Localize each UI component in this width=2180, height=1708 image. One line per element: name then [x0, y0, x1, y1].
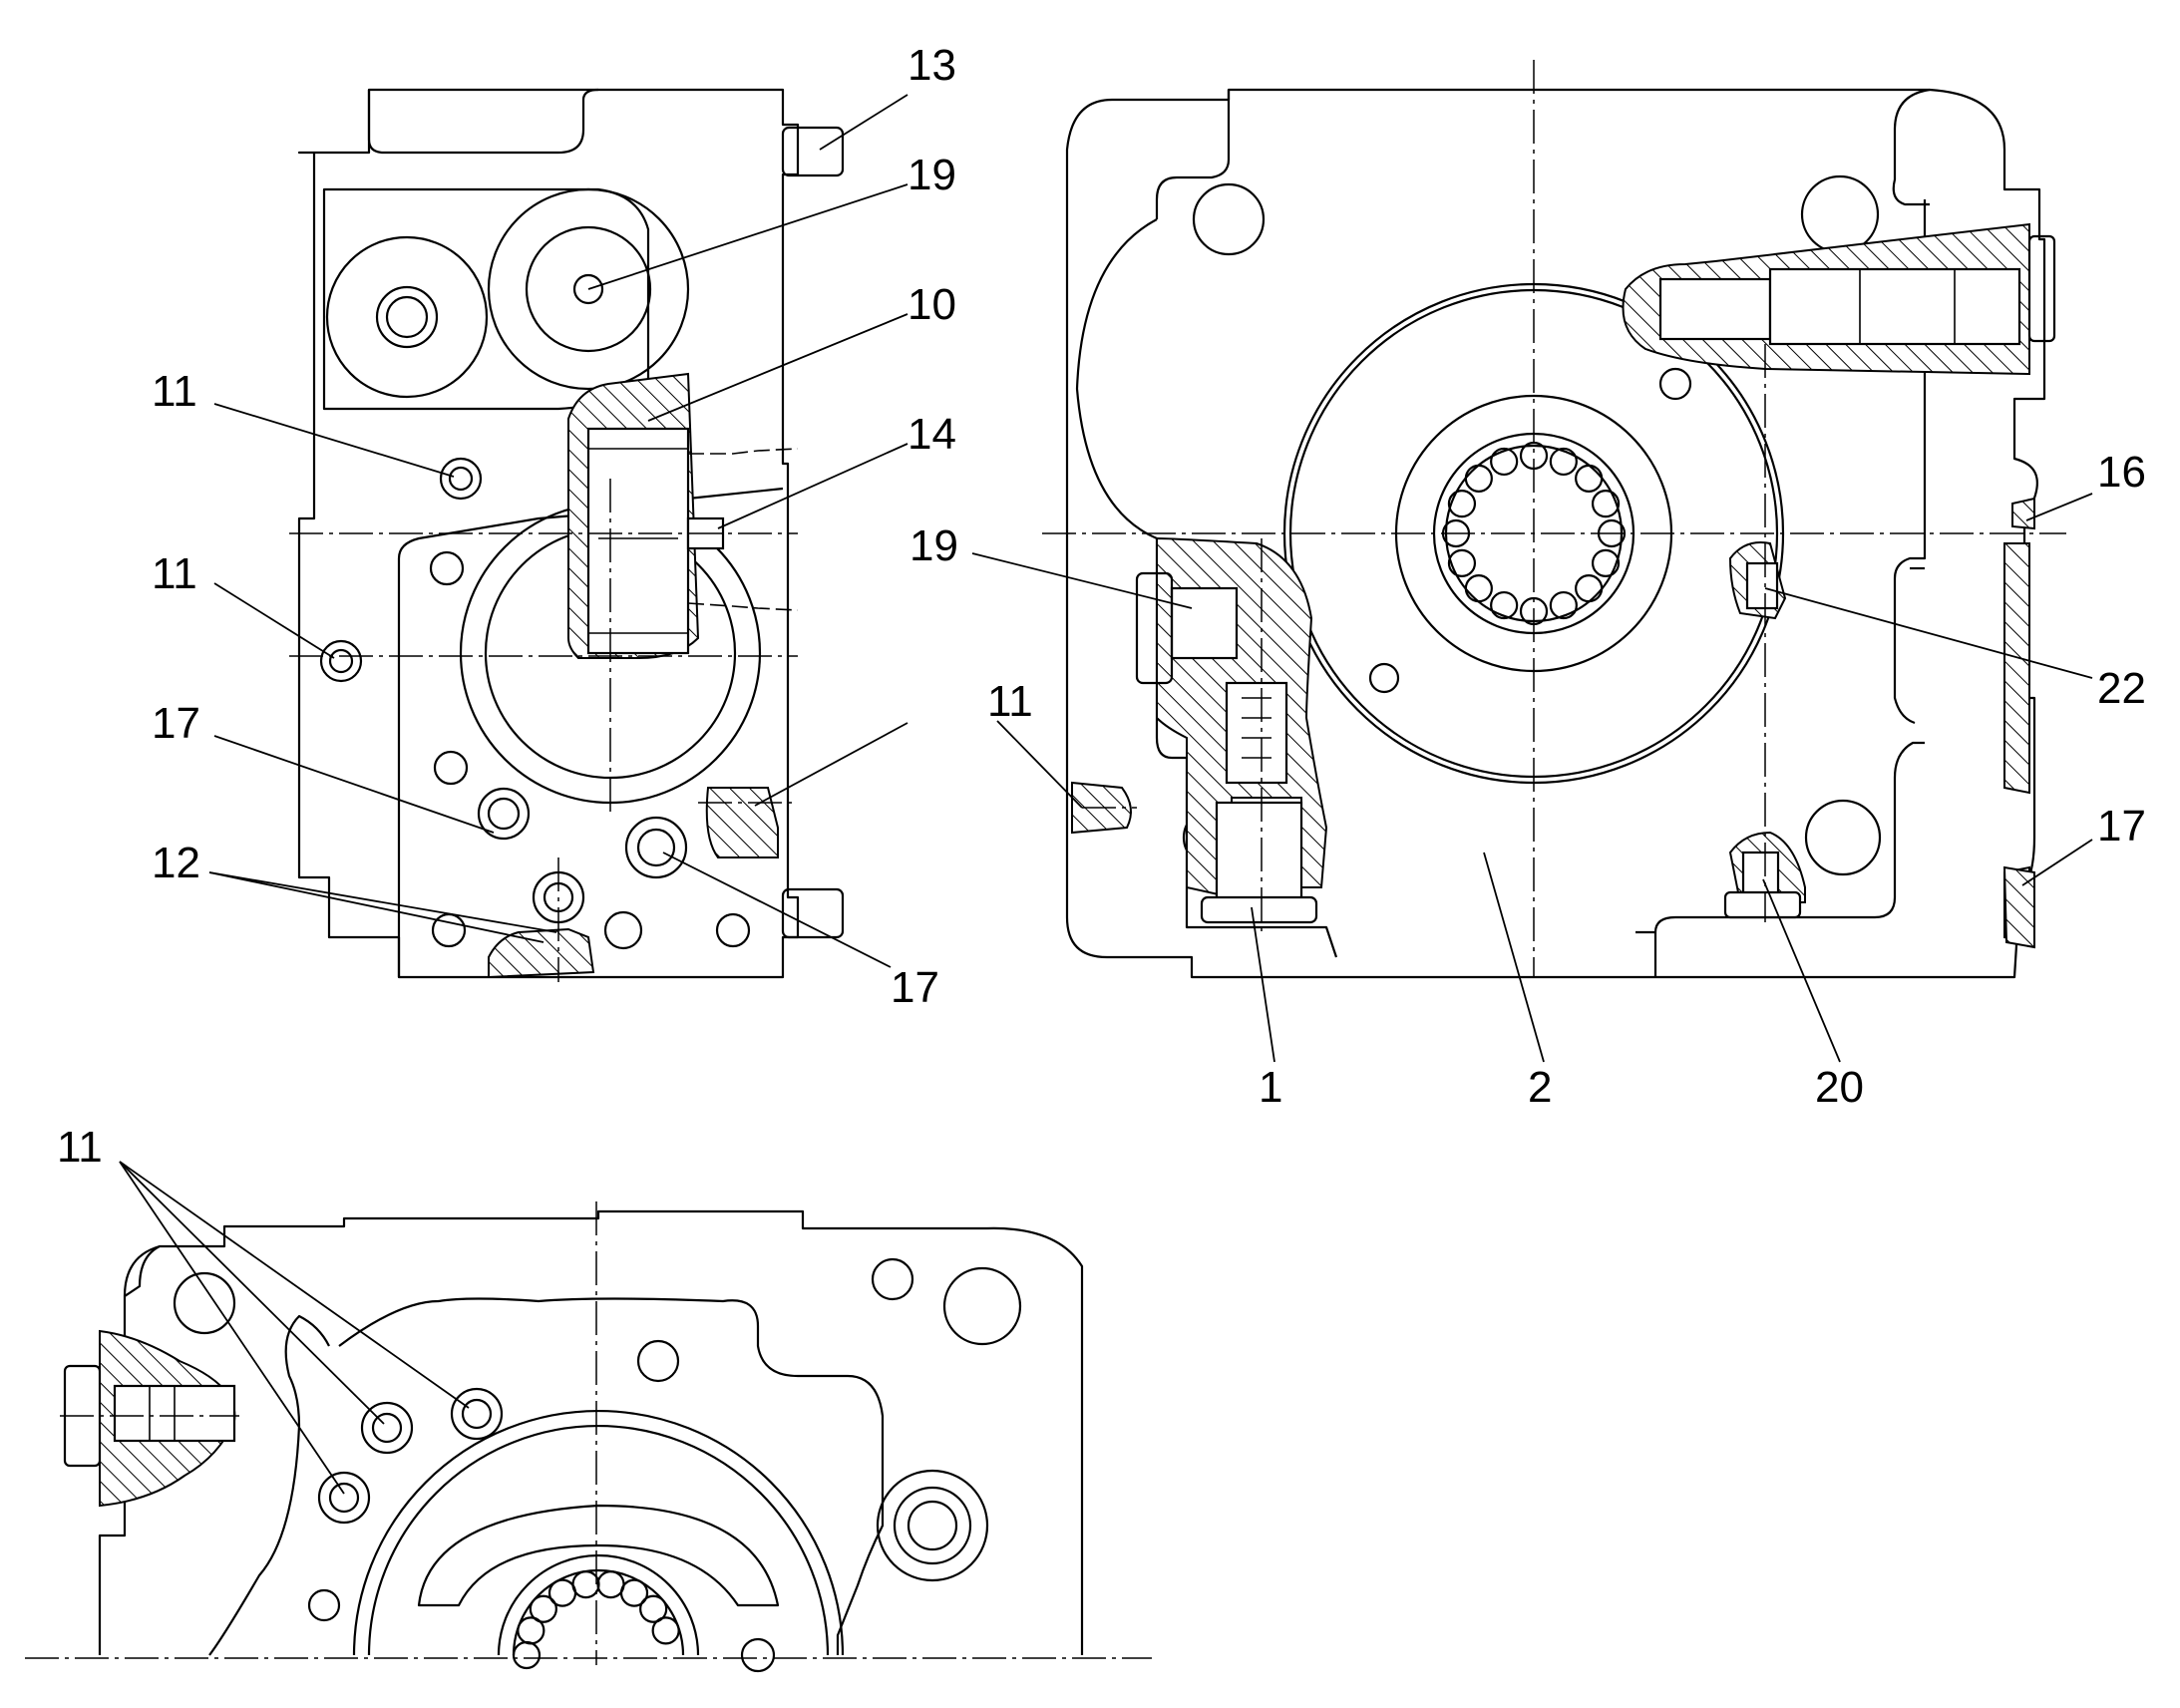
roller — [1575, 464, 1604, 493]
callout-10: 10 — [908, 280, 956, 329]
callout-22: 22 — [2097, 664, 2146, 713]
callout-20: 20 — [1815, 1063, 1864, 1112]
roller — [1549, 447, 1578, 477]
roller — [1464, 574, 1493, 603]
roller — [547, 1578, 577, 1607]
callout-1: 1 — [1259, 1063, 1282, 1112]
callout-13: 13 — [908, 41, 956, 90]
roller — [651, 1616, 680, 1645]
callout-11-bottom: 11 — [57, 1123, 103, 1172]
callout-2: 2 — [1528, 1063, 1552, 1112]
roller — [529, 1594, 557, 1623]
roller — [1591, 490, 1621, 518]
callout-16: 16 — [2097, 448, 2146, 497]
roller — [1490, 447, 1519, 477]
roller — [512, 1640, 542, 1670]
side-view — [289, 88, 845, 982]
roller — [1575, 574, 1604, 603]
callout-17-front: 17 — [2097, 802, 2146, 851]
roller — [596, 1569, 625, 1599]
roller — [1591, 548, 1621, 577]
roller — [517, 1616, 545, 1645]
callout-19-front: 19 — [909, 521, 958, 570]
front-view — [1042, 60, 2066, 979]
callout-17-side-1: 17 — [152, 699, 200, 748]
roller — [619, 1578, 649, 1607]
roller — [1464, 464, 1493, 493]
callout-11-side-2: 11 — [152, 549, 197, 598]
callout-14: 14 — [908, 410, 956, 459]
roller — [1447, 548, 1477, 577]
callout-labels: 13 19 10 14 11 11 17 11 12 17 19 16 22 1… — [57, 41, 2146, 1172]
roller — [1447, 490, 1477, 518]
callout-11-side-1: 11 — [152, 367, 197, 416]
callout-12: 12 — [152, 839, 200, 887]
callout-11-front: 11 — [987, 677, 1033, 726]
roller — [571, 1569, 600, 1599]
needle-bearing-rollers-bottom — [512, 1569, 680, 1670]
roller — [1490, 590, 1519, 620]
leader-lines — [119, 94, 2093, 1495]
roller — [639, 1594, 668, 1623]
callout-19-top: 19 — [908, 151, 956, 199]
roller — [1549, 590, 1578, 620]
bottom-view — [25, 1201, 1152, 1673]
callout-17-side-2: 17 — [891, 963, 939, 1012]
